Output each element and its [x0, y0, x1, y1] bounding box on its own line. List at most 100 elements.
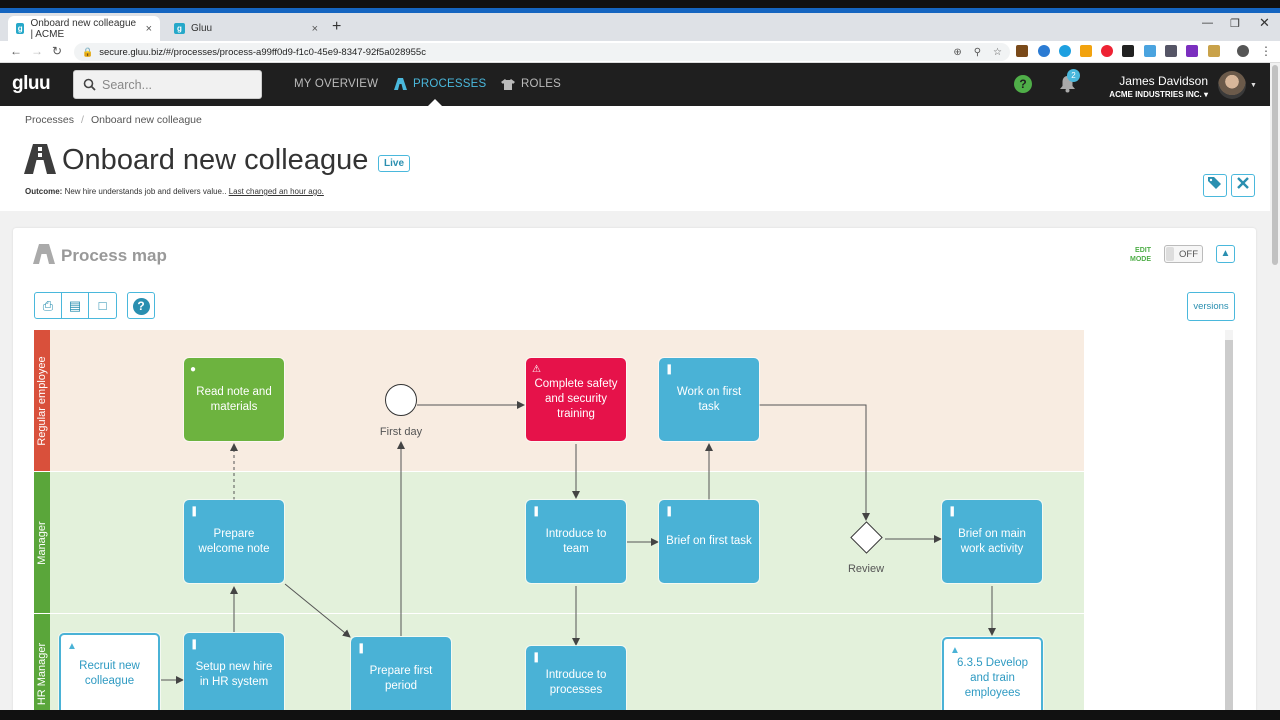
- task-brief-first[interactable]: ❚Brief on first task: [659, 500, 759, 583]
- collapse-button[interactable]: ▲: [1216, 245, 1235, 263]
- extension-icon[interactable]: [1186, 45, 1198, 57]
- tags-button[interactable]: [1203, 174, 1227, 197]
- pill-icon: ❚: [532, 652, 541, 663]
- close-window-icon[interactable]: ✕: [1259, 15, 1270, 30]
- close-tab-icon[interactable]: ×: [311, 22, 318, 35]
- process-icon: ▲: [67, 641, 77, 652]
- nav-roles[interactable]: ROLES: [501, 78, 561, 90]
- notification-badge: 2: [1067, 69, 1080, 82]
- map-scrollbar[interactable]: [1225, 330, 1233, 720]
- event-label-review: Review: [847, 563, 885, 575]
- shirt-icon: [501, 78, 515, 90]
- subprocess-develop[interactable]: ▲6.3.5 Develop and train employees: [942, 637, 1043, 720]
- minimize-icon[interactable]: —: [1202, 17, 1213, 29]
- task-introduce-team[interactable]: ❚Introduce to team: [526, 500, 626, 583]
- status-badge: Live: [378, 155, 411, 172]
- page-header: Processes/Onboard new colleague Onboard …: [0, 106, 1270, 211]
- zoom-icon[interactable]: ⚲: [973, 46, 982, 58]
- pill-icon: ❚: [665, 506, 674, 517]
- search-box[interactable]: [73, 70, 262, 99]
- subprocess-recruit[interactable]: ▲Recruit new colleague: [59, 633, 160, 715]
- new-tab-button[interactable]: +: [332, 18, 342, 35]
- tools-icon: [1237, 177, 1249, 189]
- reload-icon[interactable]: ↻: [52, 44, 63, 58]
- user-avatar[interactable]: [1218, 71, 1246, 99]
- edit-mode-toggle[interactable]: OFF: [1164, 245, 1203, 263]
- task-introduce-processes[interactable]: ❚Introduce to processes: [526, 646, 626, 720]
- back-icon[interactable]: ←: [10, 44, 22, 58]
- process-map-title: Process map: [61, 246, 167, 265]
- close-tab-icon[interactable]: ×: [145, 22, 152, 35]
- extension-icon[interactable]: [1016, 45, 1028, 57]
- settings-button[interactable]: [1231, 174, 1255, 197]
- flow-connectors: [161, 401, 996, 684]
- print-icon[interactable]: ⎙: [35, 293, 62, 318]
- pill-icon: ❚: [190, 639, 199, 650]
- versions-button[interactable]: versions: [1187, 292, 1235, 321]
- task-brief-main[interactable]: ❚Brief on main work activity: [942, 500, 1042, 583]
- help-icon: ?: [132, 298, 150, 315]
- task-read-note[interactable]: ●Read note and materials: [184, 358, 284, 441]
- user-name[interactable]: James Davidson: [1119, 74, 1208, 88]
- url-text: secure.gluu.biz/#/processes/process-a99f…: [99, 46, 426, 58]
- task-safety-training[interactable]: ⚠Complete safety and security training: [526, 358, 626, 441]
- url-field[interactable]: 🔒 secure.gluu.biz/#/processes/process-a9…: [74, 43, 1010, 61]
- extension-icon[interactable]: [1144, 45, 1156, 57]
- page-title: Onboard new colleague: [62, 144, 369, 176]
- process-icon: [24, 144, 56, 174]
- task-prepare-period[interactable]: ❚Prepare first period: [351, 637, 451, 720]
- breadcrumb-processes[interactable]: Processes: [25, 114, 75, 126]
- map-toolbar: ⎙ ▤ □: [34, 292, 117, 319]
- extension-icon[interactable]: [1038, 45, 1050, 57]
- browser-tab-title: Gluu: [191, 23, 213, 34]
- browser-tab[interactable]: g Gluu ×: [166, 16, 326, 41]
- extension-icon[interactable]: [1122, 45, 1134, 57]
- user-company[interactable]: ACME INDUSTRIES INC. ▾: [1109, 90, 1208, 99]
- map-help-button[interactable]: ?: [127, 292, 155, 319]
- browser-tab-active[interactable]: g Onboard new colleague | ACME ×: [8, 16, 160, 41]
- nav-my-overview[interactable]: MY OVERVIEW: [294, 78, 379, 90]
- window-top-strip: [0, 0, 1280, 13]
- gluu-favicon-icon: g: [174, 23, 185, 34]
- nav-processes[interactable]: PROCESSES: [394, 78, 486, 90]
- tag-icon: [1208, 177, 1221, 189]
- breadcrumb-current: Onboard new colleague: [90, 114, 202, 126]
- pill-icon: ❚: [665, 364, 674, 375]
- task-prepare-note[interactable]: ❚Prepare welcome note: [184, 500, 284, 583]
- help-icon[interactable]: ?: [1014, 75, 1032, 93]
- extension-icon[interactable]: [1101, 45, 1113, 57]
- profile-icon[interactable]: [1237, 45, 1249, 57]
- maximize-icon[interactable]: ❐: [1230, 18, 1240, 30]
- active-nav-caret: [428, 99, 442, 106]
- extension-icon[interactable]: [1208, 45, 1220, 57]
- forward-icon[interactable]: →: [31, 44, 43, 58]
- task-work-first[interactable]: ❚Work on first task: [659, 358, 759, 441]
- browser-tab-title: Onboard new colleague | ACME: [30, 17, 137, 40]
- extension-icon[interactable]: [1165, 45, 1177, 57]
- process-icon: [394, 78, 407, 90]
- menu-icon[interactable]: ⋮: [1260, 44, 1272, 58]
- document-icon[interactable]: □: [98, 298, 107, 313]
- location-icon[interactable]: ⊕: [953, 46, 962, 58]
- search-input[interactable]: [102, 77, 252, 92]
- event-label-first-day: First day: [379, 426, 423, 438]
- start-event-first-day[interactable]: [385, 384, 417, 416]
- user-menu-chevron-icon[interactable]: ▼: [1250, 82, 1257, 89]
- gluu-favicon-icon: g: [16, 23, 25, 34]
- image-icon[interactable]: ▤: [62, 293, 89, 318]
- extension-icon[interactable]: [1059, 45, 1071, 57]
- extension-icon[interactable]: [1080, 45, 1092, 57]
- outcome-line: Outcome: New hire understands job and de…: [25, 187, 324, 196]
- bookmark-star-icon[interactable]: ☆: [993, 46, 1002, 58]
- browser-tab-bar: g Onboard new colleague | ACME × g Gluu …: [0, 13, 1280, 41]
- address-bar: ← → ↻ 🔒 secure.gluu.biz/#/processes/proc…: [0, 41, 1280, 63]
- task-setup-hr[interactable]: ❚Setup new hire in HR system: [184, 633, 284, 716]
- page-scrollbar[interactable]: [1270, 63, 1280, 720]
- last-changed-link[interactable]: Last changed an hour ago.: [228, 187, 324, 196]
- taskbar-strip: [0, 710, 1280, 720]
- search-icon: [83, 78, 96, 91]
- gluu-logo[interactable]: gluu: [12, 73, 51, 94]
- person-icon: ●: [190, 364, 197, 375]
